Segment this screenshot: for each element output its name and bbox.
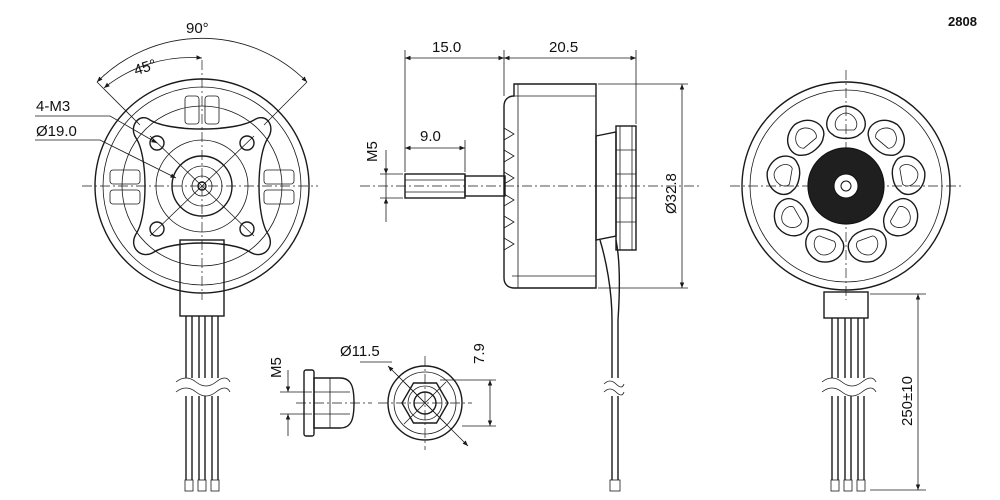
side-lead — [599, 239, 613, 378]
mount-base — [615, 125, 637, 251]
shaft-outer — [191, 175, 213, 197]
nut-diameter-label: Ø11.5 — [340, 343, 380, 360]
mount-hole-4 — [239, 221, 255, 237]
leads-left — [175, 316, 231, 492]
mount-hole-3 — [149, 221, 165, 237]
nut-height-label: 7.9 — [471, 343, 488, 364]
stator-ribs — [109, 95, 295, 205]
bell-ribs — [503, 127, 515, 251]
shaft-neck — [464, 175, 506, 197]
nut-body — [313, 377, 355, 429]
mount-circle-label: Ø19.0 — [36, 123, 77, 140]
lead-length-label: 250±10 — [899, 376, 916, 426]
shaft-thread-label: M5 — [364, 141, 381, 162]
nut-front-view: Ø11.5 7.9 — [340, 343, 496, 450]
nut-thread-label: M5 — [268, 357, 285, 378]
side-view: 15.0 20.5 9.0 M5 Ø32.8 — [360, 39, 700, 492]
top-outer — [741, 81, 951, 291]
mount-face-view: 90° 45° 4-M3 Ø19.0 — [35, 20, 318, 492]
hole-pitch-circle — [155, 139, 249, 233]
leads-right — [821, 318, 877, 492]
angle-90-label: 90° — [186, 20, 209, 37]
nut-diameter-dim — [387, 365, 469, 447]
lead-exit — [179, 239, 225, 317]
inner-can — [102, 86, 302, 286]
stator-ring — [121, 105, 283, 267]
angle-45-label: 45° — [132, 56, 159, 79]
top-lead-exit — [823, 291, 869, 319]
mount-plate — [132, 117, 272, 256]
bearing-ring — [171, 155, 233, 217]
bearing-inner — [181, 165, 223, 207]
top-view: 250±10 — [730, 70, 962, 492]
mount-holes-label: 4-M3 — [36, 98, 70, 115]
mount-holes-leader — [35, 115, 158, 144]
shaft-center — [197, 181, 207, 191]
nut-side-view: M5 — [268, 357, 372, 437]
can-body — [503, 83, 597, 289]
mount-circle-leader — [35, 139, 177, 179]
mount-hole-1 — [149, 135, 165, 151]
model-number: 2808 — [948, 14, 977, 29]
body-length-label: 15.0 — [432, 39, 461, 56]
overall-length-label: 20.5 — [549, 39, 578, 56]
angle-45-arc — [103, 55, 203, 89]
body-diameter-label: Ø32.8 — [663, 173, 680, 214]
mount-hole-2 — [239, 135, 255, 151]
shaft-length-label: 9.0 — [420, 128, 441, 145]
